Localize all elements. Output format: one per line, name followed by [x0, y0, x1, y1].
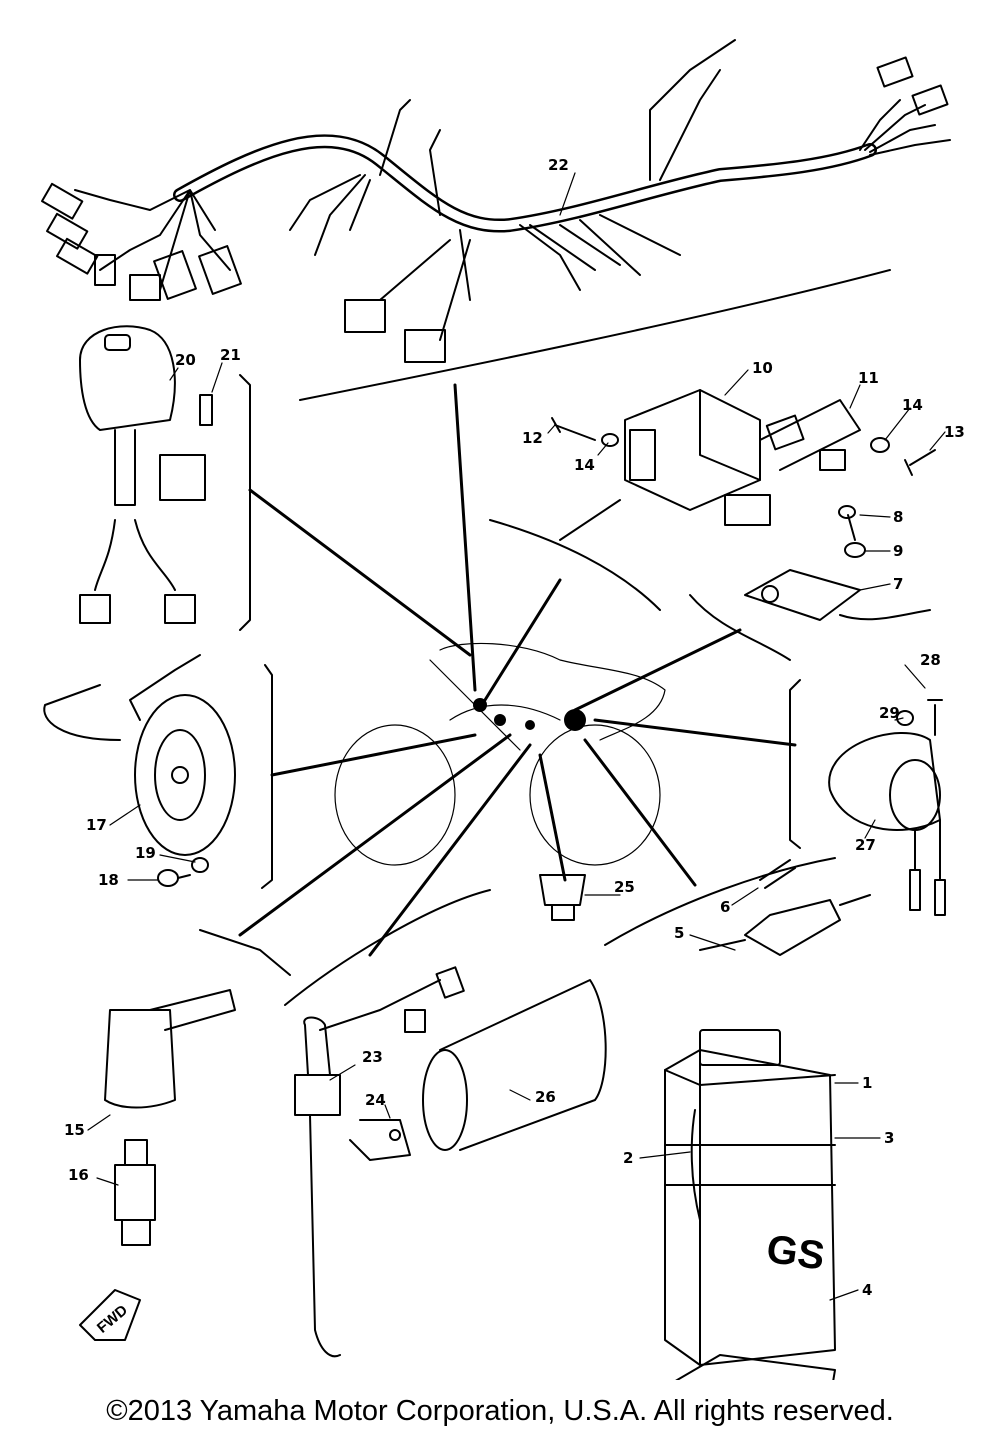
callout-16: 16 — [68, 1166, 89, 1184]
callout-19: 19 — [135, 844, 156, 862]
callout-9: 9 — [893, 542, 903, 560]
battery-tube — [422, 979, 607, 1151]
callout-24: 24 — [365, 1091, 386, 1109]
callout-22: 22 — [548, 156, 569, 174]
copyright-notice: ©2013 Yamaha Motor Corporation, U.S.A. A… — [106, 1395, 894, 1427]
fwd-arrow — [79, 1289, 141, 1341]
callout-28: 28 — [920, 651, 941, 669]
bolt-13 — [904, 449, 936, 476]
nut-19 — [191, 857, 209, 873]
fuse-6 — [759, 859, 796, 889]
callout-13: 13 — [944, 423, 965, 441]
battery-strap — [690, 1109, 701, 1221]
fuse-holder-5 — [699, 894, 871, 956]
callout-21: 21 — [220, 346, 241, 364]
motorcycle-outline — [334, 642, 666, 866]
screw-21 — [199, 394, 213, 426]
bolt-18 — [157, 869, 191, 887]
washer-29 — [896, 710, 914, 726]
bolt-8 — [838, 505, 856, 541]
callout-12: 12 — [522, 429, 543, 447]
exploded-parts-diagram: 1 2 3 4 5 6 7 8 9 10 11 12 13 14 14 15 1… — [41, 39, 965, 1380]
callout-10: 10 — [752, 359, 773, 377]
battery-pad — [675, 1354, 836, 1380]
callout-18: 18 — [98, 871, 119, 889]
callout-6: 6 — [720, 898, 730, 916]
callout-14b: 14 — [902, 396, 923, 414]
callout-1: 1 — [862, 1074, 872, 1092]
battery — [664, 1029, 836, 1366]
callout-25: 25 — [614, 878, 635, 896]
callout-29: 29 — [879, 704, 900, 722]
battery-brand-label: GS — [764, 1227, 827, 1279]
callout-numbers: 1 2 3 4 5 6 7 8 9 10 11 12 13 14 14 15 1… — [64, 156, 965, 1299]
bracket-24 — [349, 1119, 411, 1161]
ignition-switch — [79, 325, 206, 624]
washer-14b — [870, 437, 890, 453]
callout-14a: 14 — [574, 456, 595, 474]
bolt-28 — [927, 699, 943, 736]
callout-3: 3 — [884, 1129, 894, 1147]
washer-9 — [844, 542, 866, 558]
callout-7: 7 — [893, 575, 903, 593]
wire-harness — [41, 39, 951, 363]
callout-20: 20 — [175, 351, 196, 369]
callout-15: 15 — [64, 1121, 85, 1139]
callout-27: 27 — [855, 836, 876, 854]
oil-level-switch — [294, 966, 465, 1358]
callout-11: 11 — [858, 369, 879, 387]
callout-8: 8 — [893, 508, 903, 526]
bolt-12 — [551, 417, 596, 441]
spark-plug-cap — [104, 989, 236, 1109]
ignition-coil — [559, 389, 861, 541]
neutral-switch — [114, 1139, 156, 1246]
callout-23: 23 — [362, 1048, 383, 1066]
sensor-25 — [539, 874, 586, 921]
washer-14 — [601, 433, 619, 447]
callout-5: 5 — [674, 924, 684, 942]
callout-17: 17 — [86, 816, 107, 834]
flasher-relay — [828, 732, 946, 916]
callout-2: 2 — [623, 1149, 633, 1167]
callout-4: 4 — [862, 1281, 872, 1299]
callout-26: 26 — [535, 1088, 556, 1106]
horn — [43, 654, 236, 856]
